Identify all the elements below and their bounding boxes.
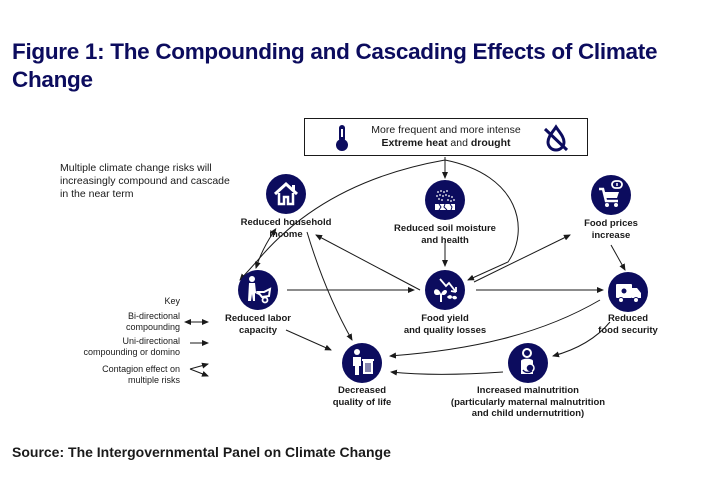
worker-wheelbarrow-icon [248,276,272,304]
key-label-line: Uni-directional [122,336,180,346]
node-yield-icon-circle [425,270,465,310]
node-household-icon-circle [266,174,306,214]
label-line: food security [598,324,658,336]
node-security-label: Reduced food security [598,313,658,336]
plant-decline-icon [434,278,457,302]
hazard-and: and [447,137,471,149]
cracked-soil-icon [435,190,455,211]
label-line: (particularly maternal malnutrition [450,396,606,408]
node-malnutrition-label: Increased malnutrition (particularly mat… [451,385,605,420]
hazard-extreme-heat: Extreme heat [381,137,448,149]
key-label-line: Bi-directional [127,311,180,321]
hazard-text: More frequent and more intense Extreme h… [345,124,547,150]
node-soil-icon-circle [425,180,465,220]
house-icon [273,181,299,206]
key-label-line: multiple risks [127,375,180,385]
label-line: Decreased [337,385,387,396]
edge-security-quality [389,299,601,359]
intro-text: Multiple climate change risks will incre… [60,162,230,200]
label-line: and quality losses [403,324,487,336]
legend-key: Key Bi-directional compounding Uni-direc… [60,296,180,389]
thermometer-icon [336,125,348,151]
key-item-bi-directional: Bi-directional compounding [60,311,180,333]
edge-malnutrition-quality [390,369,504,376]
node-prices-label: Food prices increase [584,218,638,241]
hazard-line-1: More frequent and more intense [371,124,521,136]
key-label-line: compounding [125,322,180,332]
node-prices-icon-circle [591,175,631,215]
node-malnutrition-icon-circle [508,343,548,383]
key-label-line: compounding or domino [83,347,180,357]
node-security-icon-circle [608,272,648,312]
label-line: Reduced labor [225,313,291,324]
edge-hazard-yield [444,159,519,281]
node-household-label: Reduced household income [241,217,332,240]
node-soil-label: Reduced soil moisture and health [394,223,496,246]
mother-child-icon [521,348,535,374]
label-line: Food prices [584,218,638,229]
edge-prices-security [610,244,626,271]
label-line: Food yield [421,313,469,324]
edge-household-quality [306,231,353,341]
hazard-box: More frequent and more intense Extreme h… [304,118,588,156]
key-contagion-symbol-down [189,368,209,377]
figure-title: Figure 1: The Compounding and Cascading … [12,39,658,92]
node-quality-label: Decreased quality of life [333,385,392,408]
label-line: and health [421,234,469,246]
node-quality-icon-circle [342,343,382,383]
key-item-uni-directional: Uni-directional compounding or domino [60,336,180,358]
label-line: Reduced [607,313,649,324]
food-truck-icon [616,284,641,303]
edge-security-malnutrition [552,321,611,358]
label-line: Reduced household [240,217,332,228]
edge-labor-quality [285,329,332,351]
hazard-line-2: Extreme heat and drought [345,137,547,150]
key-title: Key [164,296,180,306]
label-line: quality of life [332,396,392,408]
label-line: income [269,228,303,240]
node-labor-icon-circle [238,270,278,310]
source-note: Source: The Intergovernmental Panel on C… [12,444,391,460]
node-yield-label: Food yield and quality losses [404,313,486,336]
person-bin-icon [353,349,374,375]
key-item-contagion: Contagion effect on multiple risks [60,364,180,386]
edge-yield-household [315,234,421,291]
hazard-drought: drought [470,137,511,149]
label-line: Reduced soil moisture [394,223,496,234]
edge-yield-prices [473,234,571,283]
label-line: increase [591,229,631,241]
edge-household-labor [254,228,277,269]
label-line: capacity [238,324,278,336]
shopping-cart-coin-icon [599,180,623,207]
key-label-line: Contagion effect on [102,364,180,374]
no-water-drop-icon [543,124,569,152]
label-line: and child undernutrition) [471,408,585,419]
node-labor-label: Reduced labor capacity [225,313,291,336]
key-contagion-symbol-up [189,362,209,370]
label-line: Increased malnutrition [477,385,579,396]
